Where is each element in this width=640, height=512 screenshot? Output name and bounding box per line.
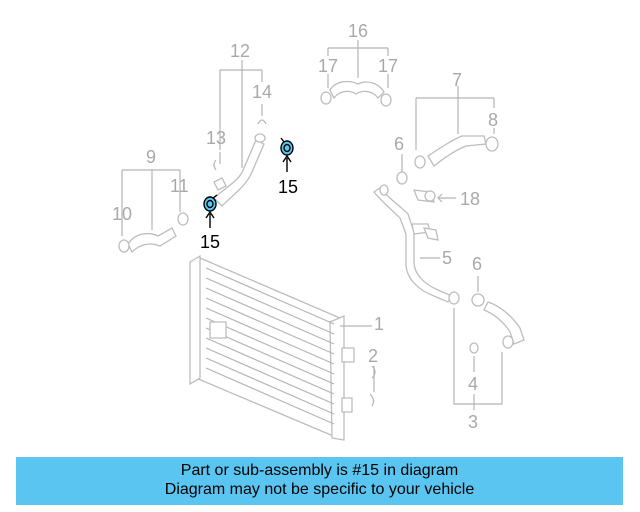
arrow-15-right <box>282 154 292 172</box>
callout-6-lower: 6 <box>472 254 482 274</box>
callout-16: 16 <box>348 21 368 41</box>
callout-6-upper: 6 <box>394 134 404 154</box>
ring-6-upper-part <box>396 171 408 185</box>
callout-17-right: 17 <box>378 56 398 76</box>
hose-16-part <box>320 80 392 107</box>
callout-15-right: 15 <box>278 177 298 197</box>
callout-18: 18 <box>460 189 480 209</box>
callout-9: 9 <box>146 147 156 167</box>
callout-7: 7 <box>452 70 462 90</box>
parts-diagram: 1 2 9 10 11 12 13 14 15 15 <box>112 21 525 441</box>
clip-13-part <box>213 152 221 171</box>
clamp-15-right <box>280 137 294 156</box>
leader-3 <box>453 308 503 410</box>
banner-line-1: Part or sub-assembly is #15 in diagram <box>180 462 459 479</box>
leader-9 <box>121 169 181 236</box>
leader-12 <box>219 60 263 168</box>
callout-11: 11 <box>170 176 189 196</box>
ring-4-part <box>469 342 479 354</box>
leader-7 <box>415 86 495 150</box>
hose-9-part <box>118 212 189 254</box>
callout-3: 3 <box>468 412 478 432</box>
arrow-15-left <box>205 210 215 228</box>
callout-5: 5 <box>442 248 452 268</box>
callout-17-left: 17 <box>318 56 338 76</box>
callout-15-left: 15 <box>200 232 220 252</box>
hose-7-part <box>414 135 499 169</box>
callout-8: 8 <box>488 110 498 130</box>
callout-13: 13 <box>206 128 226 148</box>
callout-4: 4 <box>468 374 478 394</box>
hose-12-part <box>213 133 266 207</box>
callout-1: 1 <box>374 314 384 334</box>
clip-14-part <box>257 104 267 125</box>
pipe-5-part <box>373 184 460 305</box>
leader-16 <box>327 40 389 88</box>
hose-3-part <box>471 293 525 349</box>
callout-2: 2 <box>368 346 378 366</box>
banner-line-2: Diagram may not be specific to your vehi… <box>164 481 475 498</box>
callout-14: 14 <box>252 82 272 102</box>
callout-10: 10 <box>112 204 132 224</box>
intercooler-part <box>189 254 355 441</box>
leader-18 <box>437 193 456 203</box>
sensor-18-part <box>412 189 436 203</box>
clip-2-part <box>369 365 376 407</box>
info-banner: Part or sub-assembly is #15 in diagram D… <box>16 457 623 505</box>
callout-12: 12 <box>230 41 250 61</box>
